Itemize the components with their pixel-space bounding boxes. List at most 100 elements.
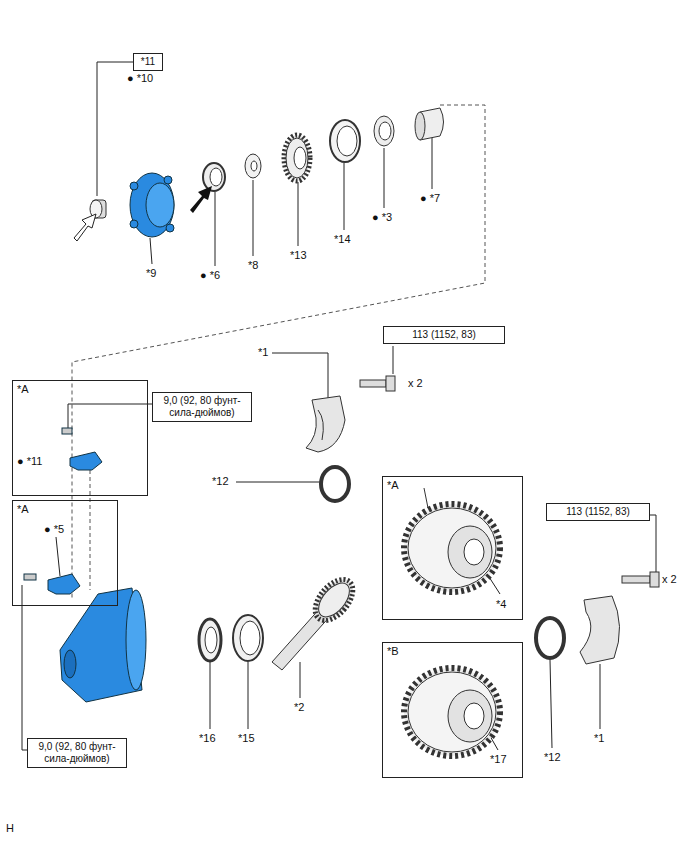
variant-frame: *A (12, 380, 148, 496)
bolt-part (360, 380, 386, 387)
pinion-shaft-part (272, 573, 360, 670)
black-arrow (190, 186, 212, 213)
callout-number: x 2 (662, 573, 677, 586)
pinion-shaft-part (308, 573, 360, 628)
callout-number: ● *7 (420, 192, 440, 205)
washer-part (245, 154, 261, 178)
leader-line (432, 138, 433, 189)
leader-line (68, 404, 152, 428)
differential-part (404, 668, 500, 756)
callout-number: ● *3 (372, 211, 392, 224)
bearing-cap-part (318, 410, 323, 440)
leader-line (550, 660, 552, 748)
seal-part (203, 163, 225, 191)
leader-line (22, 62, 656, 750)
callout-number: *17 (490, 753, 507, 766)
callout-number: *12 (212, 475, 229, 488)
seal-part (205, 627, 217, 653)
leader-line (215, 192, 216, 266)
leader-line (298, 182, 299, 246)
callout-box: 113 (1152, 83) (383, 326, 505, 344)
dashed-assembly-line (90, 470, 91, 590)
leader-line (210, 662, 211, 729)
differential-part (408, 508, 496, 588)
ring-part (321, 467, 349, 501)
washer-part (245, 154, 261, 178)
callout-number: *9 (146, 267, 156, 280)
leader-line (150, 238, 152, 264)
race-part (337, 126, 357, 156)
callout-number: *12 (544, 751, 561, 764)
sensor-part (70, 452, 102, 470)
seal-part (199, 619, 221, 661)
bearing-cap-part (306, 396, 345, 452)
variant-letter: *B (387, 645, 399, 657)
race-part (233, 615, 263, 661)
pinion-shaft-part (313, 578, 356, 623)
gear-bearing-part (294, 147, 306, 169)
callout-number: *14 (334, 233, 351, 246)
leader-line (393, 346, 394, 374)
white-arrow (74, 214, 96, 241)
differential-part (424, 488, 428, 508)
callout-box: 9,0 (92, 80 фунт-сила-дюймов) (27, 738, 127, 768)
bearing-cap-part (306, 396, 345, 452)
gear-bearing-part (284, 135, 310, 181)
seal-part (199, 619, 221, 661)
differential-part (404, 488, 500, 592)
callout-box: 113 (1152, 83) (546, 503, 650, 521)
gear-bearing-part (286, 138, 308, 178)
callout-text: 9,0 (92, 80 фунт-сила-дюймов) (157, 395, 247, 419)
differential-part (408, 672, 496, 752)
housing-part (64, 650, 76, 678)
hub-part (146, 183, 174, 227)
callout-box: 9,0 (92, 80 фунт-сила-дюймов) (152, 392, 252, 422)
variant-letter: *A (387, 479, 399, 491)
ring-part (536, 618, 564, 658)
callout-number: ● *6 (200, 269, 220, 282)
sensor-part (24, 574, 80, 594)
hub-part (164, 176, 172, 184)
callout-text: 113 (1152, 83) (388, 329, 500, 341)
callout-text: *11 (138, 56, 158, 68)
ring-part (374, 116, 394, 146)
callout-number: *4 (496, 598, 506, 611)
callout-number: *1 (594, 732, 604, 745)
bolt-part (622, 572, 659, 587)
sensor-part (48, 574, 80, 594)
seal-part (203, 163, 225, 191)
race-part (330, 120, 360, 162)
callout-number: ● *5 (44, 523, 64, 536)
differential-part (404, 668, 500, 756)
leader-line (56, 537, 60, 576)
hub-part (130, 182, 138, 190)
hub-part (130, 220, 138, 228)
seal-part (210, 168, 222, 186)
ring-part (321, 467, 349, 501)
leader-line (300, 662, 301, 698)
sleeve-part (415, 112, 425, 140)
variant-letter: *A (17, 383, 29, 395)
callout-box: *11 (133, 53, 163, 71)
differential-part (448, 526, 492, 578)
leader-line (272, 353, 328, 398)
sleeve-part (415, 108, 444, 140)
callout-number: *16 (199, 732, 216, 745)
gear-bearing-part (284, 135, 310, 181)
bearing-cap-part (580, 596, 620, 664)
leader-line (236, 482, 320, 483)
leader-line (650, 515, 656, 572)
callout-number: *13 (290, 249, 307, 262)
callout-number: *1 (258, 346, 268, 359)
washer-part (251, 161, 257, 171)
housing-part (126, 590, 146, 690)
callout-number: ● *11 (17, 455, 42, 468)
hub-part (166, 224, 174, 232)
bolt-part (386, 376, 395, 391)
differential-part (464, 539, 484, 565)
differential-part (404, 504, 500, 592)
leader-line (248, 662, 249, 729)
leader-line (344, 163, 345, 230)
race-part (233, 615, 263, 661)
